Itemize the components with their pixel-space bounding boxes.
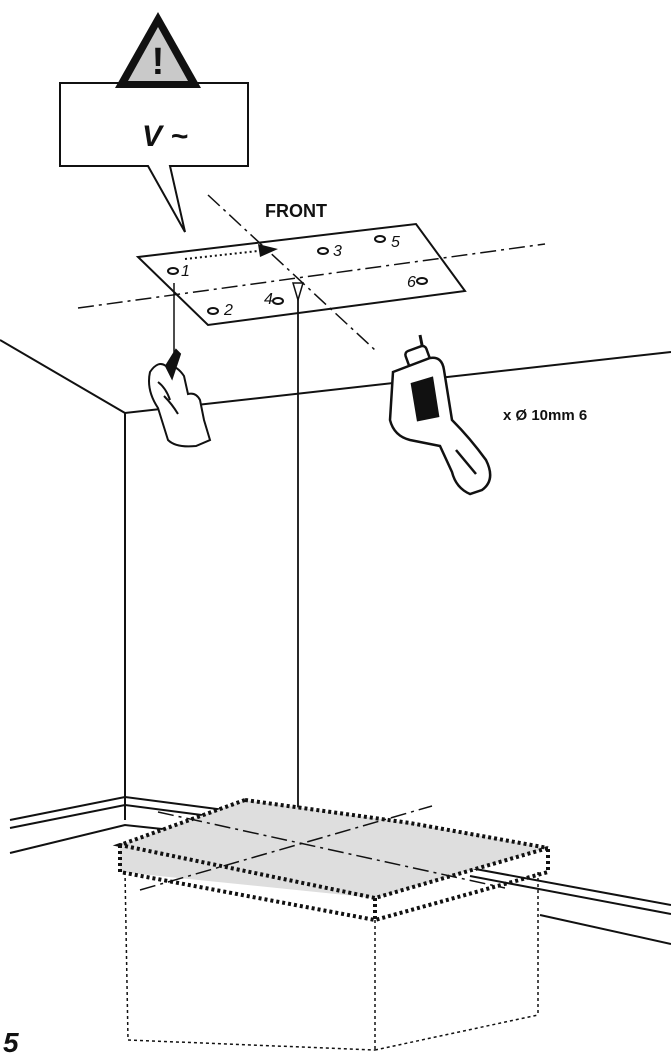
warning-callout: ! V ~ (59, 12, 249, 233)
warning-symbol: ! (152, 41, 165, 83)
hob-centerline-2 (157, 811, 506, 889)
voltage-label: V ~ (142, 120, 188, 153)
hole-number-1: 1 (181, 263, 190, 280)
warning-triangle-inner (128, 27, 188, 81)
hand-pencil-icon (148, 283, 212, 448)
hole-number-4: 4 (264, 291, 273, 308)
hob-top-edges (112, 798, 550, 923)
cabinet-box (124, 871, 539, 1051)
step-number: 5 (3, 1027, 19, 1053)
hob-centerline-1 (139, 805, 433, 891)
plumb-line (291, 282, 305, 843)
room-walls (0, 339, 671, 945)
drill-spec-label: x Ø 10mm 6 (503, 407, 587, 424)
floor-line-1 (9, 795, 241, 821)
ceiling-edge-left (0, 339, 126, 414)
drill-icon (388, 334, 492, 496)
hob-top-fill (120, 800, 548, 898)
plumb-top-icon (291, 282, 305, 303)
floor-line-right-1 (469, 867, 671, 906)
hob-outline (112, 798, 550, 1051)
centerline-horizontal (77, 243, 546, 309)
template-plate (135, 222, 467, 327)
front-arrow-dots (184, 250, 259, 260)
hole-number-3: 3 (333, 243, 342, 260)
hole-5 (374, 235, 386, 243)
hole-6 (416, 277, 428, 285)
hole-number-5: 5 (391, 234, 400, 251)
speech-bubble (59, 82, 249, 233)
hole-number-6: 6 (407, 274, 416, 291)
floor-line-2 (9, 803, 241, 829)
hole-number-2: 2 (223, 302, 233, 319)
centerline-vertical (207, 194, 376, 351)
floor-line-right-2 (469, 875, 671, 915)
hole-1 (167, 267, 179, 275)
hole-4 (272, 297, 284, 305)
hole-2 (207, 307, 219, 315)
front-label: FRONT (265, 201, 327, 221)
floor-line-right-3 (539, 914, 671, 945)
template-holes (167, 235, 428, 315)
hole-3 (317, 247, 329, 255)
ceiling-template: 1 2 3 4 5 6 FRONT (77, 194, 546, 351)
